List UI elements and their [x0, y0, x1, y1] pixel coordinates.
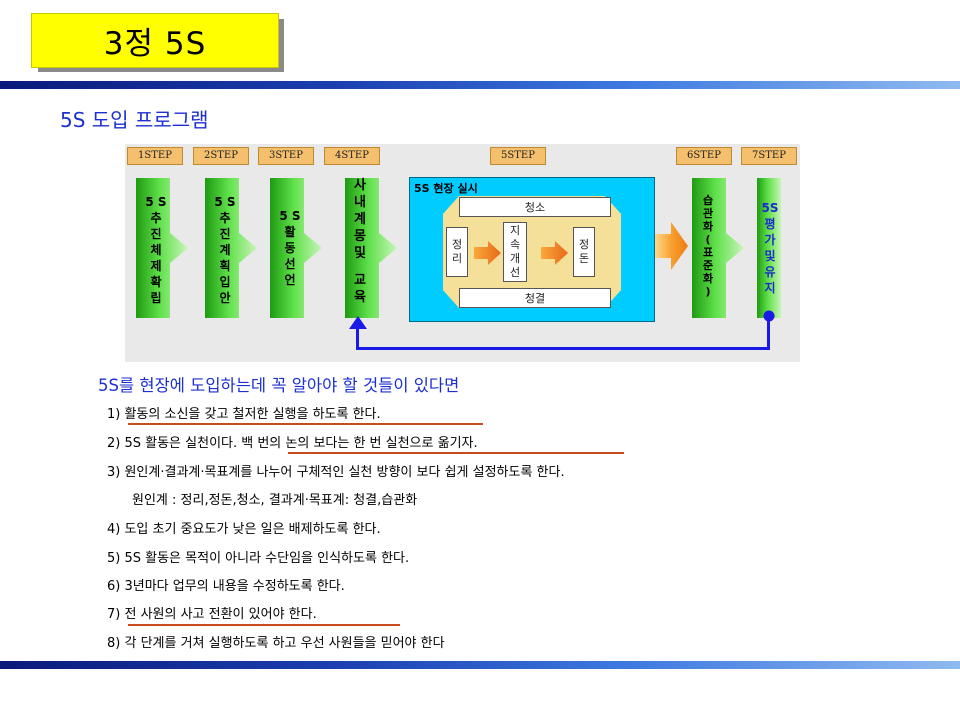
- step-text-char: 준: [702, 259, 714, 272]
- step-text-char: 추: [150, 211, 162, 225]
- feedback-line-up: [356, 326, 359, 350]
- sort-char: 리: [451, 252, 463, 265]
- step-arrow-1: [136, 178, 188, 318]
- step-text-char: 언: [284, 273, 296, 287]
- step-label-3: 3STEP: [258, 147, 314, 165]
- improvement-char: 개: [509, 252, 521, 265]
- step-label-2: 2STEP: [193, 147, 249, 165]
- bottom-divider: [0, 661, 960, 669]
- step-arrow-4: [345, 178, 397, 318]
- list-item-3: 3) 원인계·결과계·목표계를 나누어 구체적인 실천 방향이 보다 쉽게 설정…: [107, 465, 565, 480]
- step-text-char: 선: [284, 257, 296, 271]
- step-label-4: 4STEP: [324, 147, 380, 165]
- step-text-3: 5 S 활 동 선 언: [279, 208, 301, 288]
- improvement-char: 속: [509, 238, 521, 251]
- order-char: 돈: [578, 252, 590, 265]
- emphasis-underline-2: [288, 452, 624, 454]
- step-text-char: 육: [354, 290, 366, 305]
- step-label-5: 5STEP: [490, 147, 546, 165]
- step-text-char: 추: [219, 211, 231, 225]
- step-text-char: 및: [354, 246, 366, 261]
- step-text-char: 화: [702, 272, 714, 285]
- feedback-line-horizontal: [356, 347, 770, 350]
- sort-char: 정: [451, 238, 463, 251]
- slide-title: 3정 5S: [31, 13, 279, 68]
- step-label-7: 7STEP: [741, 147, 797, 165]
- step-text-char: 계: [219, 243, 231, 257]
- step-arrow-6: [692, 178, 744, 318]
- list-item-7: 7) 전 사원의 사고 전환이 있어야 한다.: [107, 607, 317, 622]
- cleanliness-box: 청결: [459, 288, 611, 308]
- feedback-arrowhead: [349, 316, 367, 329]
- feedback-line-down: [767, 316, 770, 350]
- step-text-char: 확: [150, 275, 162, 289]
- step-text-char: 안: [219, 291, 231, 305]
- site-panel-title: 5S 현장 실시: [414, 182, 478, 195]
- step-text-char: 입: [219, 275, 231, 289]
- step-text-char: 내: [354, 195, 366, 210]
- step-text-char: ): [705, 285, 711, 298]
- emphasis-underline-1: [128, 423, 483, 425]
- list-item-3-detail: 원인계 : 정리,정돈,청소, 결과계·목표계: 청결,습관화: [132, 493, 418, 508]
- top-divider: [0, 81, 960, 89]
- step-text-char: 제: [150, 259, 162, 273]
- main-question: 5S를 현장에 도입하는데 꼭 알아야 할 것들이 있다면: [98, 376, 460, 395]
- step-text-char: 교: [354, 273, 366, 288]
- step-text-char: 평: [764, 217, 776, 231]
- list-item-5: 5) 5S 활동은 목적이 아니라 수단임을 인식하도록 한다.: [107, 551, 410, 566]
- order-char: 정: [578, 238, 590, 251]
- step-text-char: 5S: [761, 201, 779, 215]
- step-text-char: 동: [284, 241, 296, 255]
- step-text-char: 유: [764, 265, 776, 279]
- step-text-2: 5 S 추 진 계 획 입 안: [214, 194, 236, 306]
- feedback-start-dot: [763, 310, 775, 322]
- list-item-6: 6) 3년마다 업무의 내용을 수정하도록 한다.: [107, 579, 345, 594]
- step-text-char: 진: [219, 227, 231, 241]
- step-text-char: 획: [219, 259, 231, 273]
- section-title: 5S 도입 프로그램: [60, 108, 209, 132]
- list-item-8: 8) 각 단계를 거쳐 실행하도록 하고 우선 사원들을 믿어야 한다: [107, 636, 445, 651]
- step-text-char: 관: [702, 207, 714, 220]
- step-arrow-3: [270, 178, 322, 318]
- step-text-char: 활: [284, 225, 296, 239]
- step-text-char: 지: [764, 281, 776, 295]
- step-text-char: 표: [702, 246, 714, 259]
- sort-box: 정 리: [446, 227, 468, 277]
- continuous-improvement-box: 지 속 개 선: [503, 222, 527, 282]
- step-label-6: 6STEP: [676, 147, 732, 165]
- flow-arrow-right: [541, 241, 568, 265]
- transition-arrow: [655, 222, 688, 270]
- step-text-char: 5 S: [145, 195, 167, 209]
- step-text-7: 5S 평 가 및 유 지: [759, 200, 781, 296]
- set-in-order-box: 정 돈: [573, 227, 595, 277]
- step-text-char: 5 S: [214, 195, 236, 209]
- step-label-1: 1STEP: [127, 147, 183, 165]
- cleaning-box: 청소: [459, 197, 611, 217]
- list-item-1: 1) 활동의 소신을 갖고 철저한 실행을 하도록 한다.: [107, 407, 381, 422]
- step-arrow-2: [205, 178, 257, 318]
- step-text-char: 가: [764, 233, 776, 247]
- list-item-4: 4) 도입 초기 중요도가 낮은 일은 배제하도록 한다.: [107, 522, 381, 537]
- step-text-char: 및: [764, 249, 776, 263]
- list-item-2: 2) 5S 활동은 실천이다. 백 번의 논의 보다는 한 번 실천으로 옮기자…: [107, 436, 478, 451]
- step-text-char: 화: [702, 220, 714, 233]
- step-text-char: 5 S: [279, 209, 301, 223]
- flow-arrow-left: [474, 241, 501, 265]
- step-text-char: 몽: [354, 229, 366, 244]
- step-text-char: 계: [354, 212, 366, 227]
- emphasis-underline-7: [128, 624, 400, 626]
- step-text-char: 진: [150, 227, 162, 241]
- step-text-1: 5 S 추 진 체 제 확 립: [145, 194, 167, 306]
- improvement-char: 선: [509, 266, 521, 279]
- step-text-char: 립: [150, 291, 162, 305]
- step-text-6: 습 관 화 ( 표 준 화 ): [697, 194, 719, 298]
- step-text-char: (: [705, 233, 711, 246]
- step-bar-7: [757, 178, 781, 318]
- step-text-char: 체: [150, 243, 162, 257]
- step-text-char: 사: [354, 178, 366, 193]
- step-text-char: 습: [702, 194, 714, 207]
- step-text-4: 사 내 계 몽 및 교 육: [349, 177, 371, 306]
- improvement-char: 지: [509, 224, 521, 237]
